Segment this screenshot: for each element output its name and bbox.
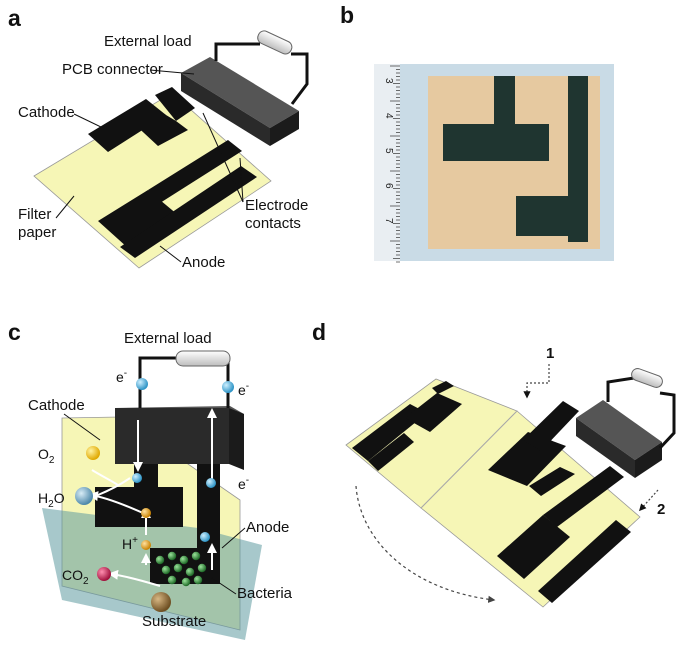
bacterium-icon xyxy=(161,565,171,575)
ruler-tick-7: 7 xyxy=(383,218,394,224)
label-filter-paper-2: paper xyxy=(18,224,56,241)
bacterium-icon xyxy=(191,551,201,561)
electron-icon xyxy=(206,478,216,488)
external-load-resistor-d xyxy=(631,368,663,388)
water-molecule-icon xyxy=(75,487,93,505)
panel-d-label: d xyxy=(312,319,326,345)
photo-cathode xyxy=(443,76,549,161)
oxygen-reduction-icon xyxy=(141,508,151,518)
ruler-tick-5: 5 xyxy=(383,148,394,154)
external-load-resistor-c xyxy=(175,350,231,367)
anode-electrode xyxy=(98,140,257,258)
svg-text:e-: e- xyxy=(238,475,249,492)
fold-direction-arrow xyxy=(355,485,496,603)
bacterium-icon xyxy=(173,563,183,573)
step-1-arrow xyxy=(523,364,550,399)
external-load-resistor-a xyxy=(257,30,293,55)
label-co2: CO2 xyxy=(62,567,89,587)
substrate-molecule-icon xyxy=(151,592,171,612)
label-electrode-contacts-2: contacts xyxy=(245,215,301,232)
label-cathode-a: Cathode xyxy=(18,104,75,121)
ruler-tick-6: 6 xyxy=(383,183,394,189)
panel-a: a External load PCB connector xyxy=(8,5,309,271)
panel-c-label: c xyxy=(8,319,21,345)
label-pcb-connector: PCB connector xyxy=(62,61,163,78)
svg-text:e-: e- xyxy=(116,368,127,385)
electron-icon xyxy=(222,381,234,393)
ruler-tick-4: 4 xyxy=(383,113,394,119)
label-h2o: H2O xyxy=(38,490,65,510)
panel-c: c External load xyxy=(8,319,293,640)
cathode-electrode-d xyxy=(352,381,462,471)
bacterium-icon xyxy=(197,563,207,573)
co2-molecule-icon xyxy=(97,567,111,581)
label-cathode-c: Cathode xyxy=(28,397,85,414)
photo-anode xyxy=(516,76,588,242)
label-filter-paper-1: Filter xyxy=(18,206,51,223)
panel-b: b 3 4 5 6 7 xyxy=(340,2,614,263)
label-anode-a: Anode xyxy=(182,254,225,271)
bacterium-icon xyxy=(193,575,203,585)
bacterium-icon xyxy=(155,555,165,565)
label-anode-c: Anode xyxy=(246,519,289,536)
panel-a-label: a xyxy=(8,5,21,31)
label-external-load-c: External load xyxy=(124,330,212,347)
electron-icon xyxy=(132,473,142,483)
electron-flow-arrows xyxy=(88,408,217,587)
external-load-wire-a xyxy=(214,42,309,105)
label-substrate: Substrate xyxy=(142,613,206,630)
external-load-wire-d xyxy=(606,376,676,450)
cathode-electrode xyxy=(88,87,195,152)
panel-b-label: b xyxy=(340,2,354,28)
pcb-connector-d xyxy=(576,400,662,478)
step-2-arrow xyxy=(639,489,659,512)
electron-icon xyxy=(136,378,148,390)
anode-electrode-d xyxy=(488,401,631,603)
pcb-connector xyxy=(181,57,299,146)
bacterium-icon xyxy=(179,555,189,565)
bacterium-icon xyxy=(181,577,191,587)
bacterium-icon xyxy=(185,567,195,577)
label-external-load-a: External load xyxy=(104,33,192,50)
label-bacteria: Bacteria xyxy=(237,585,293,602)
label-electrode-contacts-1: Electrode xyxy=(245,197,308,214)
step-2-label: 2 xyxy=(657,501,665,518)
svg-text:e-: e- xyxy=(238,381,249,398)
panel-d: d xyxy=(312,319,676,608)
label-proton: H+ xyxy=(122,535,138,552)
pcb-connector-c xyxy=(115,406,244,470)
ruler-tick-3: 3 xyxy=(383,78,394,84)
label-o2: O2 xyxy=(38,446,55,466)
bacterium-icon xyxy=(167,575,177,585)
bacteria-cluster xyxy=(155,551,207,587)
ruler: 3 4 5 6 7 xyxy=(374,64,400,263)
step-1-label: 1 xyxy=(546,345,554,362)
proton-icon xyxy=(141,540,151,550)
bacterium-icon xyxy=(167,551,177,561)
oxygen-molecule-icon xyxy=(86,446,100,460)
electron-label: e- e- e- xyxy=(116,368,249,492)
electron-icon xyxy=(200,532,210,542)
